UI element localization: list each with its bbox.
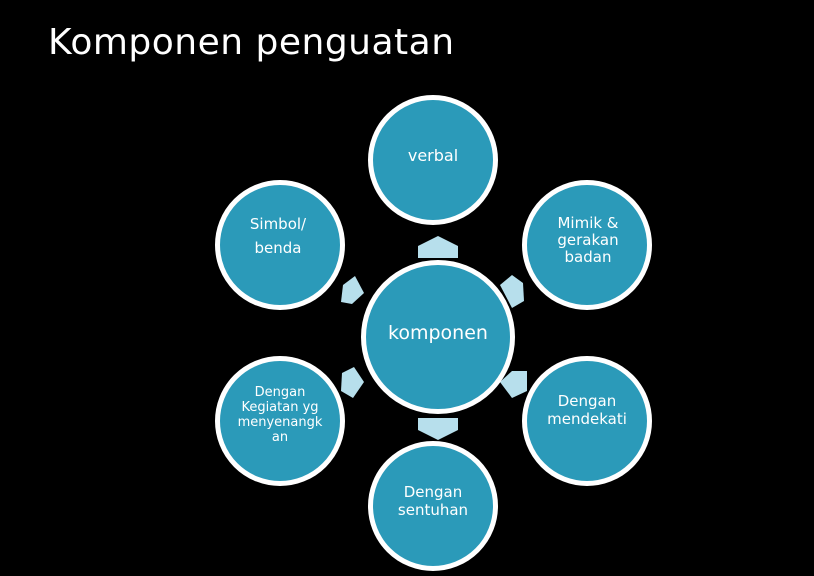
node-verbal-label: verbal bbox=[407, 145, 459, 165]
center-node-komponen: komponen bbox=[361, 260, 515, 414]
page-title: Komponen penguatan bbox=[48, 22, 455, 63]
node-dengan-sentuhan: Dengan sentuhan bbox=[368, 441, 498, 571]
arrow-lower-left-icon bbox=[341, 367, 364, 398]
node-verbal: verbal bbox=[368, 95, 498, 225]
node-mendekati-label: Dengan mendekati bbox=[547, 392, 627, 428]
node-sentuhan-label: Dengan sentuhan bbox=[397, 483, 469, 519]
node-simbol-label: Simbol/ benda bbox=[249, 215, 307, 257]
node-mimik-label: Mimik & gerakan badan bbox=[557, 213, 619, 266]
node-dengan-mendekati: Dengan mendekati bbox=[522, 356, 652, 486]
arrow-down-icon bbox=[418, 418, 458, 440]
node-dengan-kegiatan: Dengan Kegiatan yg menyenangk an bbox=[215, 356, 345, 486]
node-simbol-benda: Simbol/ benda bbox=[215, 180, 345, 310]
node-mimik-gerakan-badan: Mimik & gerakan badan bbox=[522, 180, 652, 310]
arrow-upper-left-icon bbox=[341, 276, 364, 304]
arrow-up-icon bbox=[418, 236, 458, 258]
center-node-label: komponen bbox=[388, 322, 488, 344]
node-kegiatan-label: Dengan Kegiatan yg menyenangk an bbox=[237, 385, 323, 445]
arrow-upper-right-icon bbox=[500, 275, 524, 308]
arrow-lower-right-icon bbox=[500, 371, 527, 398]
